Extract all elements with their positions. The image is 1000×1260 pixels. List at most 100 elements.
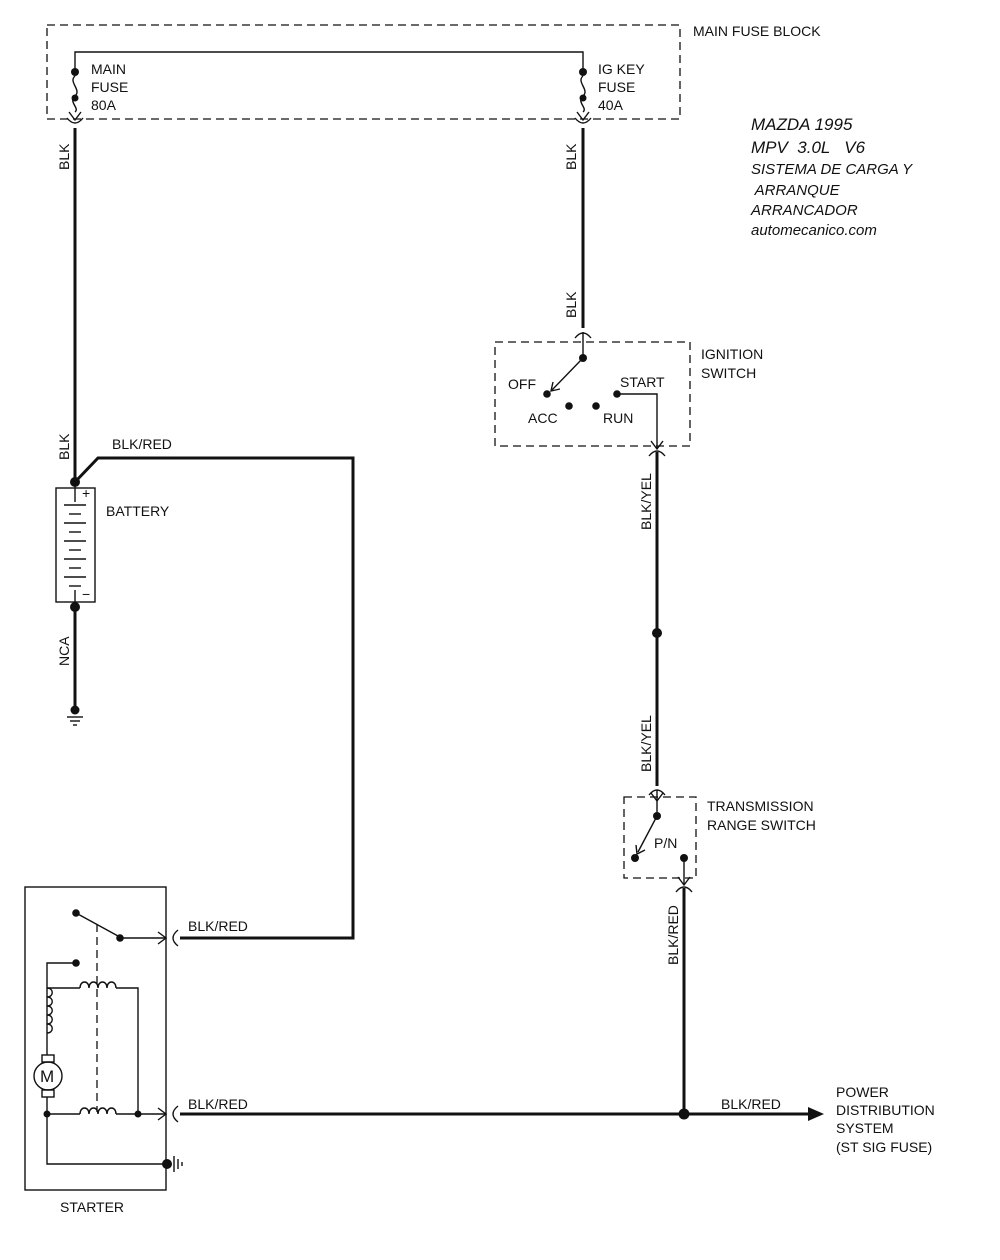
ignition-switch-arm: [551, 357, 584, 391]
ignition-position-off: OFF: [508, 376, 536, 392]
main-fuse: MAIN FUSE 80A: [66, 61, 128, 124]
wire-label-blk-yel: BLK/YEL: [638, 715, 654, 772]
transmission-range-switch: P/N TRANSMISSION RANGE SWITCH: [623, 789, 816, 887]
power-distribution-system: POWER DISTRIBUTION SYSTEM (ST SIG FUSE): [836, 1084, 935, 1155]
main-fuse-block-label: MAIN FUSE BLOCK: [693, 23, 821, 39]
ignition-switch-label: IGNITION: [701, 346, 763, 362]
main-fuse-link-icon: [72, 75, 78, 113]
wire-label-blk-red: BLK/RED: [112, 436, 172, 452]
connector-arrow-icon: [157, 931, 168, 945]
ig-key-fuse: IG KEY FUSE 40A: [574, 61, 645, 124]
connector-icon: [172, 1105, 179, 1123]
connector-arrow-icon: [677, 876, 691, 887]
starter-internal-wire: [116, 987, 139, 1114]
battery: BLK/RED + − BATTERY: [55, 436, 355, 940]
wire-label-blk-yel: BLK/YEL: [638, 473, 654, 530]
splice-point: [652, 628, 662, 638]
wire-label-nca: NCA: [56, 636, 72, 666]
ig-key-fuse-rating: 40A: [598, 97, 624, 113]
connector-icon: [574, 117, 592, 124]
wire-label-blk: BLK: [56, 433, 72, 460]
wire-label-blk-red: BLK/RED: [188, 918, 248, 934]
ignition-switch: OFF ACC RUN START IGNITION SWITCH: [494, 332, 763, 451]
ground-icon: [67, 705, 83, 726]
trs-label: RANGE SWITCH: [707, 817, 816, 833]
starter-border: [24, 886, 167, 1191]
connector-icon: [675, 886, 693, 893]
wire-label-blk-red: BLK/RED: [188, 1096, 248, 1112]
title-line: SISTEMA DE CARGA Y: [751, 161, 913, 178]
starter-junction: [134, 1110, 142, 1118]
battery-label: BATTERY: [106, 503, 170, 519]
ignition-position-run: RUN: [603, 410, 633, 426]
ignition-switch-label: SWITCH: [701, 365, 756, 381]
starter-internal-wire: [46, 1097, 167, 1165]
title-line: ARRANQUE: [751, 182, 841, 199]
connector-arrow-icon: [157, 1107, 168, 1121]
main-fuse-terminal: [71, 68, 79, 76]
title-block: MAZDA 1995 MPV 3.0L V6 SISTEMA DE CARGA …: [750, 115, 913, 239]
starter-label: STARTER: [60, 1199, 124, 1215]
wire-label-blk: BLK: [563, 291, 579, 318]
trs-arrow-icon: [635, 844, 646, 856]
main-fuse-label: MAIN: [91, 61, 126, 77]
connector-arrow-icon: [576, 111, 590, 122]
connector-arrow-icon: [68, 111, 82, 122]
trs-label: TRANSMISSION: [707, 798, 814, 814]
ignition-position-acc: ACC: [528, 410, 558, 426]
connector-arrow-icon: [650, 440, 664, 451]
ig-key-fuse-link-icon: [580, 75, 586, 113]
main-fuse-block-border: [46, 24, 681, 120]
connector-icon: [172, 929, 179, 947]
ig-key-fuse-label: FUSE: [598, 79, 635, 95]
ignition-contact-run: [592, 402, 600, 410]
main-fuse-rating: 80A: [91, 97, 117, 113]
ig-key-fuse-label: IG KEY: [598, 61, 645, 77]
title-line: MPV 3.0L V6: [751, 138, 866, 157]
wire-label-blk: BLK: [56, 143, 72, 170]
starter-case-ground: [162, 1159, 172, 1169]
title-line: MAZDA 1995: [751, 115, 853, 134]
trs-border: [623, 796, 697, 879]
pds-label: POWER: [836, 1084, 889, 1100]
pds-label: (ST SIG FUSE): [836, 1139, 932, 1155]
ignition-position-start: START: [620, 374, 665, 390]
trs-contact: [631, 854, 639, 862]
battery-cells-icon: [64, 504, 86, 587]
starter-contact: [72, 959, 80, 967]
pds-label: DISTRIBUTION: [836, 1102, 935, 1118]
ground-icon: [173, 1156, 183, 1172]
wire-label-blk: BLK: [563, 143, 579, 170]
starter-hold-in-coil-icon: [79, 1107, 117, 1115]
main-fuse-label: FUSE: [91, 79, 128, 95]
battery-minus-sign: −: [82, 586, 90, 602]
fuse-bus-bar: [74, 51, 584, 70]
trs-arm: [637, 815, 658, 853]
wire-label-blk-red: BLK/RED: [721, 1096, 781, 1112]
trs-position-pn: P/N: [654, 835, 677, 851]
battery-plus-sign: +: [82, 485, 90, 501]
wire-blk-red-battery-to-starter: [73, 456, 355, 940]
ignition-contact-acc: [565, 402, 573, 410]
connector-icon: [66, 117, 84, 124]
connector-icon: [648, 450, 666, 457]
ig-key-fuse-terminal: [579, 68, 587, 76]
main-fuse-terminal: [71, 94, 79, 102]
main-fuse-block: MAIN FUSE BLOCK MAIN FUSE 80A IG KEY FUS…: [46, 23, 821, 124]
wire-label-blk-red: BLK/RED: [665, 905, 681, 965]
ignition-contact-off: [543, 390, 551, 398]
arrow-right-icon: [808, 1107, 824, 1121]
starter-motor-label: M: [40, 1067, 54, 1086]
pds-label: SYSTEM: [836, 1120, 894, 1136]
ig-key-fuse-terminal: [579, 94, 587, 102]
title-line: ARRANCADOR: [750, 202, 858, 219]
ignition-switch-arrow-icon: [550, 381, 561, 392]
ignition-switch-border: [494, 341, 691, 447]
starter-field-coil-icon: [46, 987, 53, 1034]
starter-junction: [43, 1110, 51, 1118]
starter-motor-brush: [41, 1089, 55, 1098]
title-line: automecanico.com: [751, 222, 877, 239]
starter-motor-brush: [41, 1054, 55, 1063]
starter: STARTER M: [24, 886, 183, 1215]
ignition-start-lead: [617, 393, 658, 448]
